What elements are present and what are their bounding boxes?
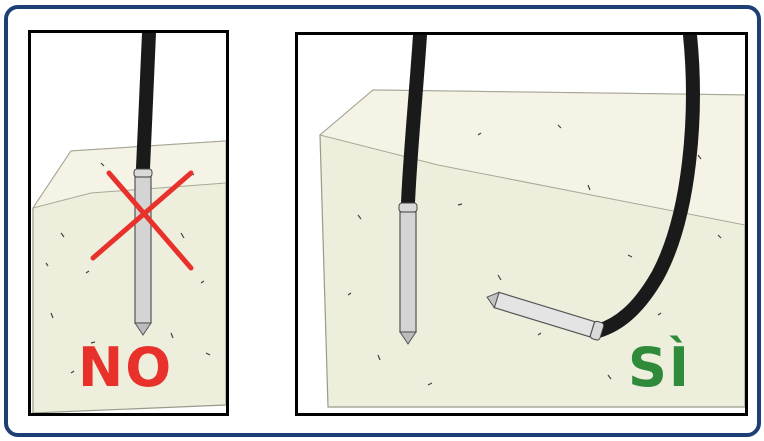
vibrator-needle-vertical bbox=[399, 211, 417, 333]
concrete-speckles bbox=[45, 162, 211, 374]
vibrator-needle bbox=[134, 176, 152, 324]
incorrect-illustration bbox=[31, 33, 226, 413]
cable-vertical bbox=[401, 35, 427, 210]
vibrator-collar bbox=[133, 168, 153, 178]
correct-illustration bbox=[318, 35, 745, 408]
panel-incorrect bbox=[28, 30, 229, 416]
panel-correct bbox=[295, 32, 748, 416]
cable-angled bbox=[591, 35, 700, 338]
vibrator-tip bbox=[134, 322, 152, 336]
vibrator-tip-vertical bbox=[399, 331, 417, 345]
vibrator-tip-angled bbox=[486, 291, 500, 309]
cross-stroke-2 bbox=[90, 170, 194, 261]
concrete-block-top bbox=[318, 89, 745, 226]
concrete-block-top bbox=[31, 140, 226, 209]
vibrator-angled bbox=[486, 291, 605, 341]
verdict-yes-label: SÌ bbox=[628, 336, 691, 399]
vibrator-collar-vertical bbox=[398, 202, 418, 213]
verdict-no-label: NO bbox=[78, 336, 174, 399]
cross-stroke-1 bbox=[106, 170, 194, 271]
cable bbox=[136, 33, 156, 175]
